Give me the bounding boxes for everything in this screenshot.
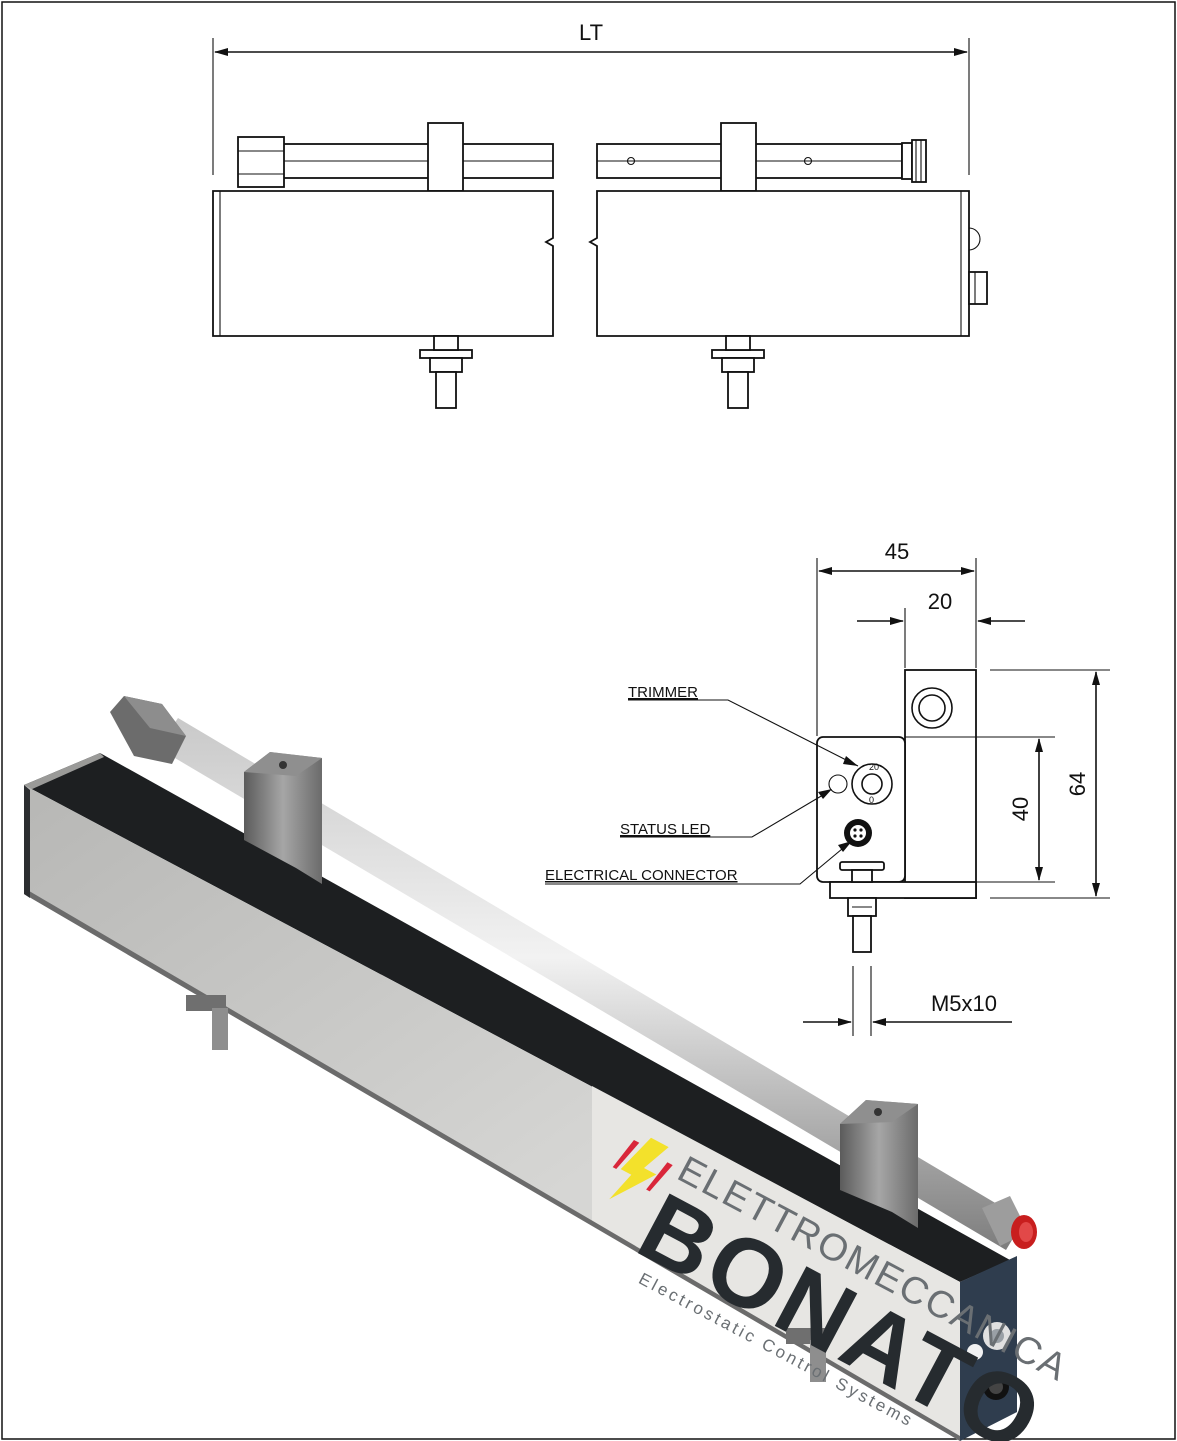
dim-64-label: 64	[1065, 772, 1090, 796]
dim-thread-label: M5x10	[931, 991, 997, 1016]
callout-trimmer: TRIMMER	[628, 684, 698, 701]
end-view: 45 20 20 0 40	[545, 539, 1110, 1036]
dim-lt-label: LT	[579, 20, 603, 45]
dim-20-label: 20	[928, 589, 952, 614]
clamp-1	[244, 752, 322, 884]
dim-45-label: 45	[885, 539, 909, 564]
svg-text:20: 20	[869, 762, 879, 772]
svg-text:0: 0	[869, 795, 874, 805]
logo-panel	[592, 1086, 960, 1441]
dim-40-label: 40	[1008, 797, 1033, 821]
callout-electrical-connector: ELECTRICAL CONNECTOR	[545, 867, 738, 884]
lightning-bolt-icon	[609, 1137, 669, 1200]
clamp-2	[840, 1100, 918, 1228]
callout-status-led: STATUS LED	[620, 821, 710, 838]
top-view: LT	[212, 20, 988, 409]
